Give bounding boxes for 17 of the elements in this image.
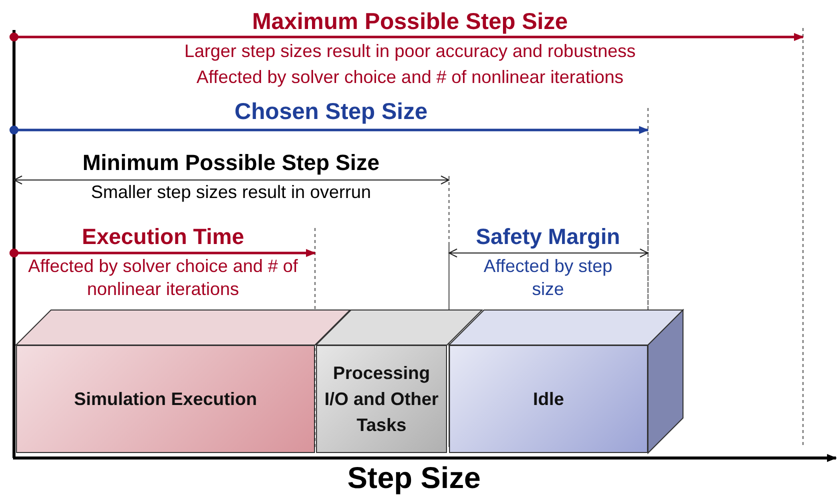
note: Smaller step sizes result in overrun (90, 181, 372, 204)
note: Larger step sizes result in poor accuracy and robustness (184, 40, 636, 62)
process-block (16, 345, 315, 453)
heading: Safety Margin (476, 223, 620, 250)
block-label: Processing I/O and Other Tasks (323, 362, 440, 437)
heading: Chosen Step Size (234, 97, 428, 126)
process-block (449, 345, 648, 453)
note: Affected by solver choice and # of nonlinear iterations (27, 255, 299, 300)
axis-title: Step Size (347, 461, 481, 497)
heading: Maximum Possible Step Size (252, 7, 568, 36)
heading: Execution Time (82, 223, 244, 250)
block-label: Simulation Execution (72, 388, 258, 411)
process-block (316, 345, 447, 453)
note: Affected by solver choice and # of nonlinear iterations (196, 66, 624, 88)
note: Affected by step size (482, 255, 614, 300)
block-label: Idle (532, 388, 565, 411)
heading: Minimum Possible Step Size (82, 149, 380, 176)
